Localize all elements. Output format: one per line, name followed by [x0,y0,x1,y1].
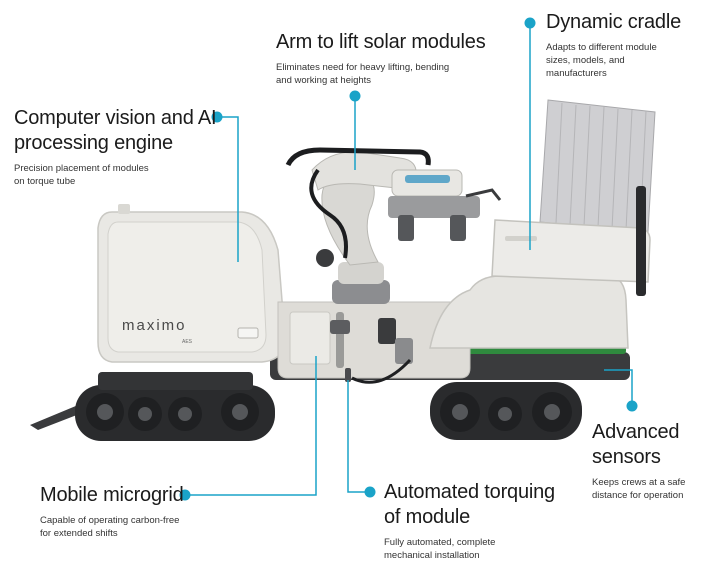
callout-torquing: Automated torquing of module Fully autom… [384,480,555,562]
arm-base [332,280,390,304]
pod-badge [237,327,259,339]
callout-sensors-title: Advanced sensors [592,421,680,468]
callout-microgrid: Mobile microgrid Capable of operating ca… [40,483,184,540]
robot-logo-sub: AES [182,339,193,345]
torquing-tool [330,312,413,384]
callout-sensors: Advanced sensors Keeps crews at a safe d… [592,420,685,502]
dot-sensors [626,400,638,412]
left-track [75,372,275,441]
vision-pod-panel [107,221,267,353]
callout-torquing-title: Automated torquing of module [384,481,555,528]
dot-cradle [524,17,536,29]
leader-torquing [347,380,370,493]
dot-arm [349,90,361,102]
arm-turret [338,262,384,284]
leader-vision [217,116,239,262]
rear-body [429,275,629,349]
pod-top-cap [118,204,130,214]
dot-vision [211,111,223,123]
right-track [430,382,582,440]
dynamic-cradle [491,99,656,296]
callout-cradle: Dynamic cradle Adapts to different modul… [546,10,681,80]
robot-logo: maximo [122,317,187,334]
callout-cradle-desc: Adapts to different module sizes, models… [546,42,657,79]
leader-sensors [604,369,633,406]
leader-microgrid [185,356,317,496]
callout-arm: Arm to lift solar modules Eliminates nee… [276,30,486,87]
callout-microgrid-title: Mobile microgrid [40,484,184,506]
callout-arm-desc: Eliminates need for heavy lifting, bendi… [276,62,450,86]
mid-panel [289,311,331,365]
callout-vision-desc: Precision placement of modules on torque… [14,163,149,187]
callout-vision-title: Computer vision and AI processing engine [14,107,217,154]
callout-arm-title: Arm to lift solar modules [276,31,486,53]
dot-torquing [364,486,376,498]
callout-cradle-title: Dynamic cradle [546,11,682,33]
robotic-arm [285,147,502,267]
callout-torquing-desc: Fully automated, complete mechanical ins… [384,537,496,561]
callout-vision: Computer vision and AI processing engine… [14,106,217,188]
dot-microgrid [179,489,191,501]
callout-microgrid-desc: Capable of operating carbon-free for ext… [40,515,180,539]
callout-sensors-desc: Keeps crews at a safe distance for opera… [592,477,686,501]
